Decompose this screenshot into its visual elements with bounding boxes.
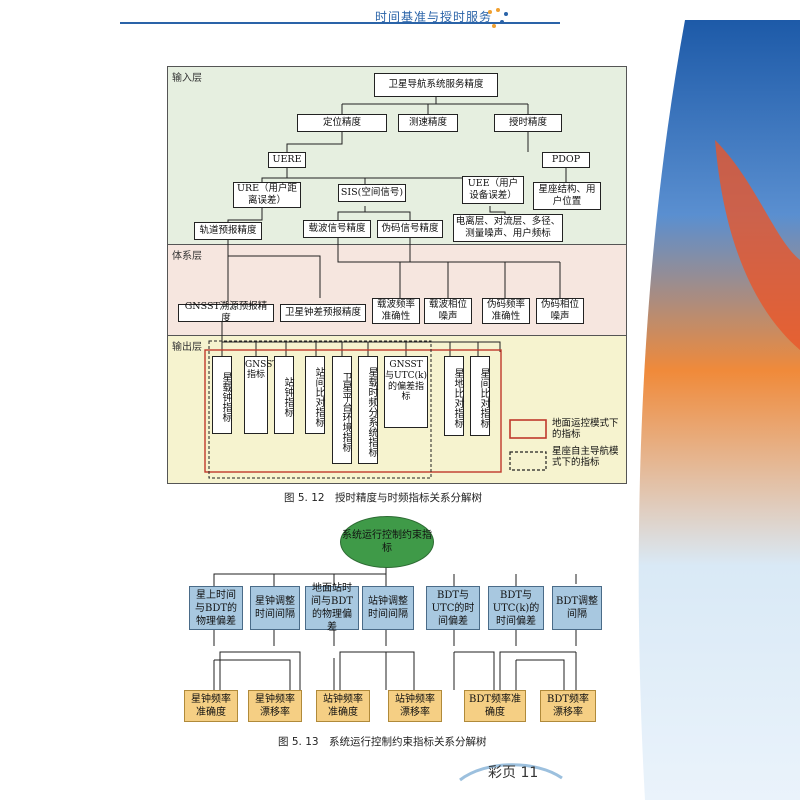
yellow-node-bdt-freq-drift: BDT频率漂移率 <box>540 690 596 722</box>
yellow-node-sat-freq-drift: 星钟频率漂移率 <box>248 690 302 722</box>
out-node-platform-env: 卫星平台环境指标 <box>332 356 352 464</box>
sys-node-clock-prediction: 卫星钟差预报精度 <box>280 304 366 322</box>
header-rule <box>120 22 560 24</box>
page-number: 彩页 11 <box>488 765 539 781</box>
node-uee: UEE（用户设备误差） <box>462 176 524 204</box>
sys-node-carrier-freq: 载波频率准确性 <box>372 298 420 324</box>
out-node-sat-ground-compare: 星地比对指标 <box>444 356 464 436</box>
node-service-accuracy: 卫星导航系统服务精度 <box>374 73 498 97</box>
blue-node-sat-clock-interval: 星钟调整时间间隔 <box>250 586 300 630</box>
sys-node-code-phase: 伪码相位噪声 <box>536 298 584 324</box>
root-constraint-node: 系统运行控制约束指标 <box>340 516 434 568</box>
system-layer-label: 体系层 <box>172 251 202 262</box>
yellow-node-bdt-freq-accuracy: BDT频率准确度 <box>464 690 526 722</box>
sys-node-code-freq: 伪码频率准确性 <box>482 298 530 324</box>
side-decoration <box>638 20 800 800</box>
node-orbit-prediction: 轨道预报精度 <box>194 222 262 240</box>
node-timing-accuracy: 授时精度 <box>494 114 562 132</box>
output-layer-label: 输出层 <box>172 342 202 353</box>
out-node-intersat-compare: 星间比对指标 <box>470 356 490 436</box>
node-propagation-errors: 电离层、对流层、多径、测量噪声、用户频标 <box>453 214 563 242</box>
sys-node-gnsst-prediction: GNSST溯源预报精度 <box>178 301 274 324</box>
node-ure: URE（用户距离误差） <box>233 182 301 208</box>
node-position-accuracy: 定位精度 <box>297 114 387 132</box>
node-constellation: 星座结构、用户位置 <box>533 182 601 210</box>
out-node-gnsst-utc: GNSST与UTC(k)的偏差指标 <box>384 356 428 428</box>
input-layer-label: 输入层 <box>172 73 202 84</box>
out-node-station-compare: 站间比对指标 <box>305 356 325 434</box>
yellow-node-station-freq-drift: 站钟频率漂移率 <box>388 690 442 722</box>
legend-solid-label: 地面运控模式下的指标 <box>552 418 619 441</box>
dots-decoration <box>488 8 508 28</box>
node-uere: UERE <box>268 152 306 168</box>
node-pdop: PDOP <box>542 152 590 168</box>
blue-node-bdt-utc: BDT与UTC的时间偏差 <box>426 586 480 630</box>
blue-node-bdt-utck: BDT与UTC(k)的时间偏差 <box>488 586 544 630</box>
fig2-caption: 图 5. 13 系统运行控制约束指标关系分解树 <box>278 736 487 748</box>
page-number-swoosh <box>459 763 563 782</box>
out-node-sat-clock: 星载钟指标 <box>212 356 232 434</box>
sys-node-carrier-phase: 载波相位噪声 <box>424 298 472 324</box>
legend-dashed-label: 星座自主导航模式下的指标 <box>552 446 619 469</box>
blue-node-bdt-interval: BDT调整间隔 <box>552 586 602 630</box>
node-sis: SIS(空间信号) <box>338 184 406 202</box>
blue-node-sat-bdt: 星上时间与BDT的物理偏差 <box>189 586 243 630</box>
out-node-gnsst: GNSST指标 <box>244 356 278 434</box>
page-header-title: 时间基准与授时服务 <box>375 10 493 24</box>
node-pseudocode-signal: 伪码信号精度 <box>377 220 443 238</box>
yellow-node-station-freq-accuracy: 站钟频率准确度 <box>316 690 370 722</box>
yellow-node-sat-freq-accuracy: 星钟频率准确度 <box>184 690 238 722</box>
node-carrier-signal: 载波信号精度 <box>303 220 371 238</box>
node-velocity-accuracy: 测速精度 <box>398 114 458 132</box>
fig1-caption: 图 5. 12 授时精度与时频指标关系分解树 <box>284 492 483 504</box>
blue-node-station-clock-interval: 站钟调整时间间隔 <box>362 586 414 630</box>
out-node-onboard-tf: 星载时频分系统指标 <box>358 356 378 464</box>
out-node-station-clock: 站钟指标 <box>274 356 294 434</box>
blue-node-ground-bdt: 地面站时间与BDT的物理偏差 <box>305 583 359 633</box>
